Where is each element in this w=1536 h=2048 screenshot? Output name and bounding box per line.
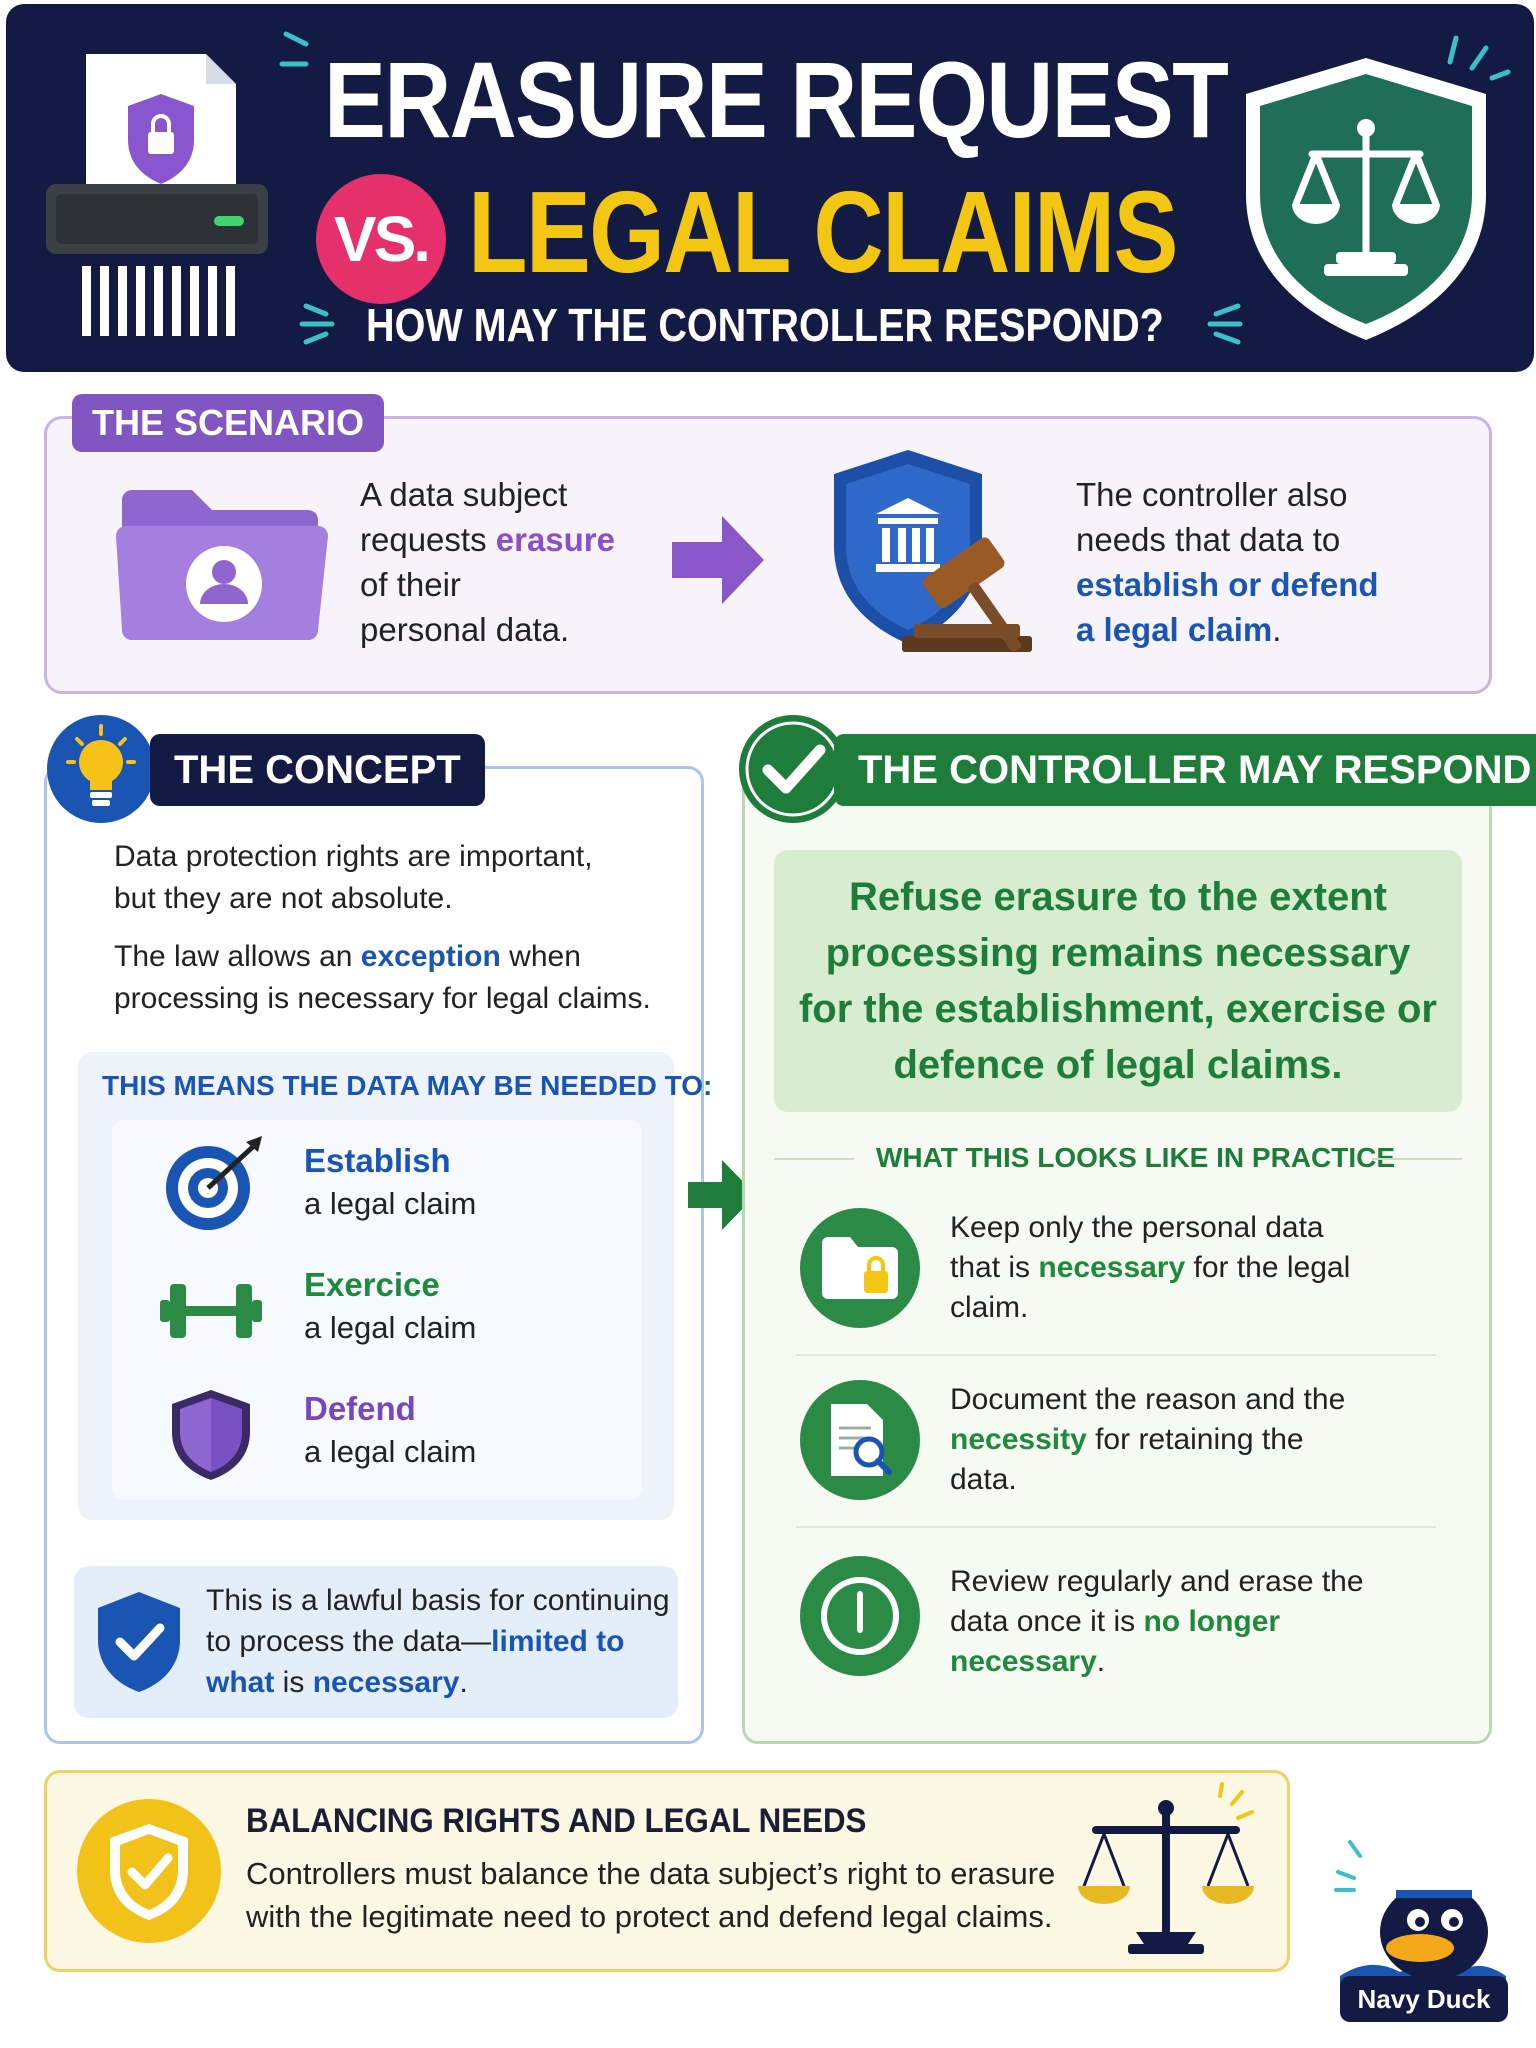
balance-text: Controllers must balance the data subjec…: [246, 1856, 1056, 1934]
concept-tag: THE CONCEPT: [150, 734, 485, 806]
accent-dashes-icon: [1447, 35, 1511, 81]
balance-title: BALANCING RIGHTS AND LEGAL NEEDS: [246, 1802, 867, 1840]
text-fragment: is: [274, 1666, 313, 1699]
concept-line: The law allows an exception when: [114, 936, 651, 978]
lawful-line: to process the data—limited to: [206, 1621, 676, 1662]
concept-line: but they are not absolute.: [114, 882, 453, 915]
subtitle: HOW MAY THE CONTROLLER RESPOND?: [366, 299, 1164, 351]
header-banner: ERASURE REQUEST VS. LEGAL CLAIMS HOW MAY…: [6, 4, 1534, 372]
court-shield-gavel-icon: [834, 450, 1032, 652]
justice-shield-icon: [1246, 58, 1486, 340]
navy-duck-brand-label: Navy Duck: [1340, 1976, 1508, 2022]
text-fragment: Keep only the personal data that is: [950, 1211, 1324, 1284]
document-search-icon: [800, 1380, 920, 1500]
title-line-1: ERASURE REQUEST: [324, 39, 1229, 160]
text-fragment: .: [1096, 1645, 1106, 1678]
scenario-left-line: A data subject: [360, 476, 568, 513]
scales-icon: [1078, 1782, 1254, 1954]
controller-tag: THE CONTROLLER MAY RESPOND: [834, 734, 1536, 806]
navy-duck-mascot-icon: [1334, 1840, 1506, 1986]
means-item-head: Establish: [304, 1142, 451, 1179]
balance-panel: [44, 1770, 1290, 1972]
text-fragment: Document the reason and the: [950, 1383, 1346, 1416]
shield-icon: [172, 1390, 250, 1480]
practice-item-text: Review regularly and erase the data once…: [950, 1562, 1370, 1682]
means-title: THIS MEANS THE DATA MAY BE NEEDED TO:: [102, 1070, 713, 1101]
divider: [796, 1526, 1436, 1528]
text-fragment: Review regularly and erase the data once…: [950, 1565, 1364, 1638]
checkmark-icon: [739, 715, 847, 823]
concept-line: processing is necessary for legal claims…: [114, 982, 651, 1015]
check-shield-icon: [98, 1592, 180, 1692]
means-item-head: Exercice: [304, 1266, 440, 1303]
lawful-line: what is necessary.: [206, 1662, 676, 1703]
text-fragment: The law allows an: [114, 940, 361, 973]
scenario-tag: THE SCENARIO: [72, 394, 385, 452]
user-folder-icon: [116, 490, 328, 640]
text-fragment: for retaining the data.: [950, 1423, 1304, 1496]
lightbulb-icon: [47, 715, 155, 823]
necessary-highlight: necessary: [1038, 1251, 1186, 1284]
accent-dashes-icon: [1207, 303, 1243, 345]
exception-highlight: exception: [360, 940, 501, 973]
text-fragment: .: [459, 1666, 468, 1699]
scenario-right-text: The controller also needs that data to e…: [1076, 472, 1379, 652]
text-fragment: when: [500, 940, 581, 973]
means-item-head: Defend: [304, 1390, 416, 1427]
scenario-right-line: a legal claim.: [1076, 607, 1379, 652]
arrow-right-icon: [672, 516, 764, 604]
practice-title: WHAT THIS LOOKS LIKE IN PRACTICE: [876, 1142, 1396, 1173]
text-fragment: to process the data—: [206, 1625, 492, 1658]
divider: [796, 1354, 1436, 1356]
title-line-2: LEGAL CLAIMS: [468, 167, 1179, 297]
erasure-highlight: erasure: [495, 521, 616, 558]
divider: [774, 1158, 854, 1160]
lawful-line: This is a lawful basis for continuing: [206, 1584, 670, 1617]
arrow-right-icon: [688, 1160, 756, 1230]
check-shield-icon: [77, 1799, 221, 1943]
shredder-icon: [46, 54, 268, 336]
accent-dashes-icon: [279, 31, 309, 67]
lawful-basis-text: This is a lawful basis for continuing to…: [206, 1580, 676, 1703]
legal-claim-highlight: establish or defend: [1076, 566, 1379, 603]
scenario-left-line: requests erasure: [360, 517, 615, 562]
folder-lock-icon: [800, 1208, 920, 1328]
divider: [1372, 1158, 1462, 1160]
refuse-erasure-statement: Refuse erasure to the extent processing …: [774, 850, 1462, 1112]
practice-item-text: Document the reason and the necessity fo…: [950, 1380, 1370, 1500]
necessity-highlight: necessity: [950, 1423, 1087, 1456]
scenario-left-line: personal data.: [360, 611, 570, 648]
necessary-highlight: necessary: [312, 1666, 460, 1699]
means-item-sub: a legal claim: [304, 1310, 477, 1345]
clock-icon: [800, 1556, 920, 1676]
means-item-sub: a legal claim: [304, 1186, 477, 1221]
text-fragment: .: [1272, 611, 1282, 648]
concept-line: Data protection rights are important,: [114, 840, 593, 873]
limited-highlight: what: [206, 1666, 275, 1699]
practice-item-text: Keep only the personal data that is nece…: [950, 1208, 1370, 1328]
scenario-right-line: needs that data to: [1076, 521, 1341, 558]
no-longer-necessary-highlight: no longer necessary: [950, 1605, 1281, 1678]
means-item-sub: a legal claim: [304, 1434, 477, 1469]
accent-dashes-icon: [299, 303, 335, 345]
dumbbell-icon: [160, 1284, 262, 1338]
vs-badge: VS.: [316, 174, 446, 304]
scenario-left-text: A data subject requests erasure of their…: [360, 472, 615, 652]
concept-paragraph-1: Data protection rights are important, bu…: [114, 836, 593, 920]
scenario-left-line: of their: [360, 566, 461, 603]
scenario-right-line: The controller also: [1076, 476, 1348, 513]
limited-highlight: limited to: [491, 1625, 625, 1658]
legal-claim-highlight: a legal claim: [1076, 611, 1273, 648]
text-fragment: for the legal claim.: [950, 1251, 1351, 1324]
text-fragment: requests: [360, 521, 496, 558]
target-icon: [166, 1136, 262, 1230]
concept-paragraph-2: The law allows an exception when process…: [114, 936, 651, 1020]
